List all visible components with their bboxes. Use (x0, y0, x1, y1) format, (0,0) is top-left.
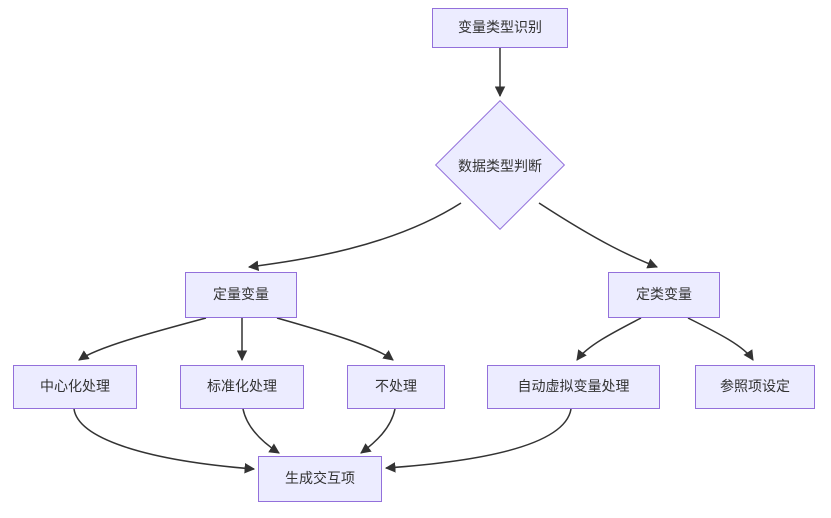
node-no-processing: 不处理 (347, 365, 445, 409)
node-standardization-process: 标准化处理 (180, 365, 304, 409)
edge-quantitative-to-centering (78, 317, 207, 361)
node-auto-dummy-variable: 自动虚拟变量处理 (487, 365, 660, 409)
node-quantitative-variable: 定量变量 (185, 272, 297, 318)
node-data-type-decision-label: 数据类型判断 (458, 159, 542, 175)
node-categorical-variable: 定类变量 (608, 272, 720, 318)
edge-autodummy-to-interaction (384, 408, 572, 473)
node-centering-process: 中心化处理 (13, 365, 137, 409)
node-variable-type-recognition: 变量类型识别 (432, 8, 568, 48)
node-generate-interaction-term: 生成交互项 (258, 456, 382, 502)
edge-datatype-to-categorical (538, 202, 658, 269)
edge-noprocess-to-interaction (360, 408, 396, 454)
edge-datatype-to-quantitative (247, 202, 462, 271)
node-reference-setting: 参照项设定 (695, 365, 815, 409)
edge-quantitative-to-noprocess (276, 317, 394, 361)
edge-standardize-to-interaction (242, 408, 280, 454)
edge-centering-to-interaction (73, 408, 256, 474)
edge-categorical-to-autodummy (576, 317, 642, 361)
edge-categorical-to-reference (687, 317, 754, 361)
